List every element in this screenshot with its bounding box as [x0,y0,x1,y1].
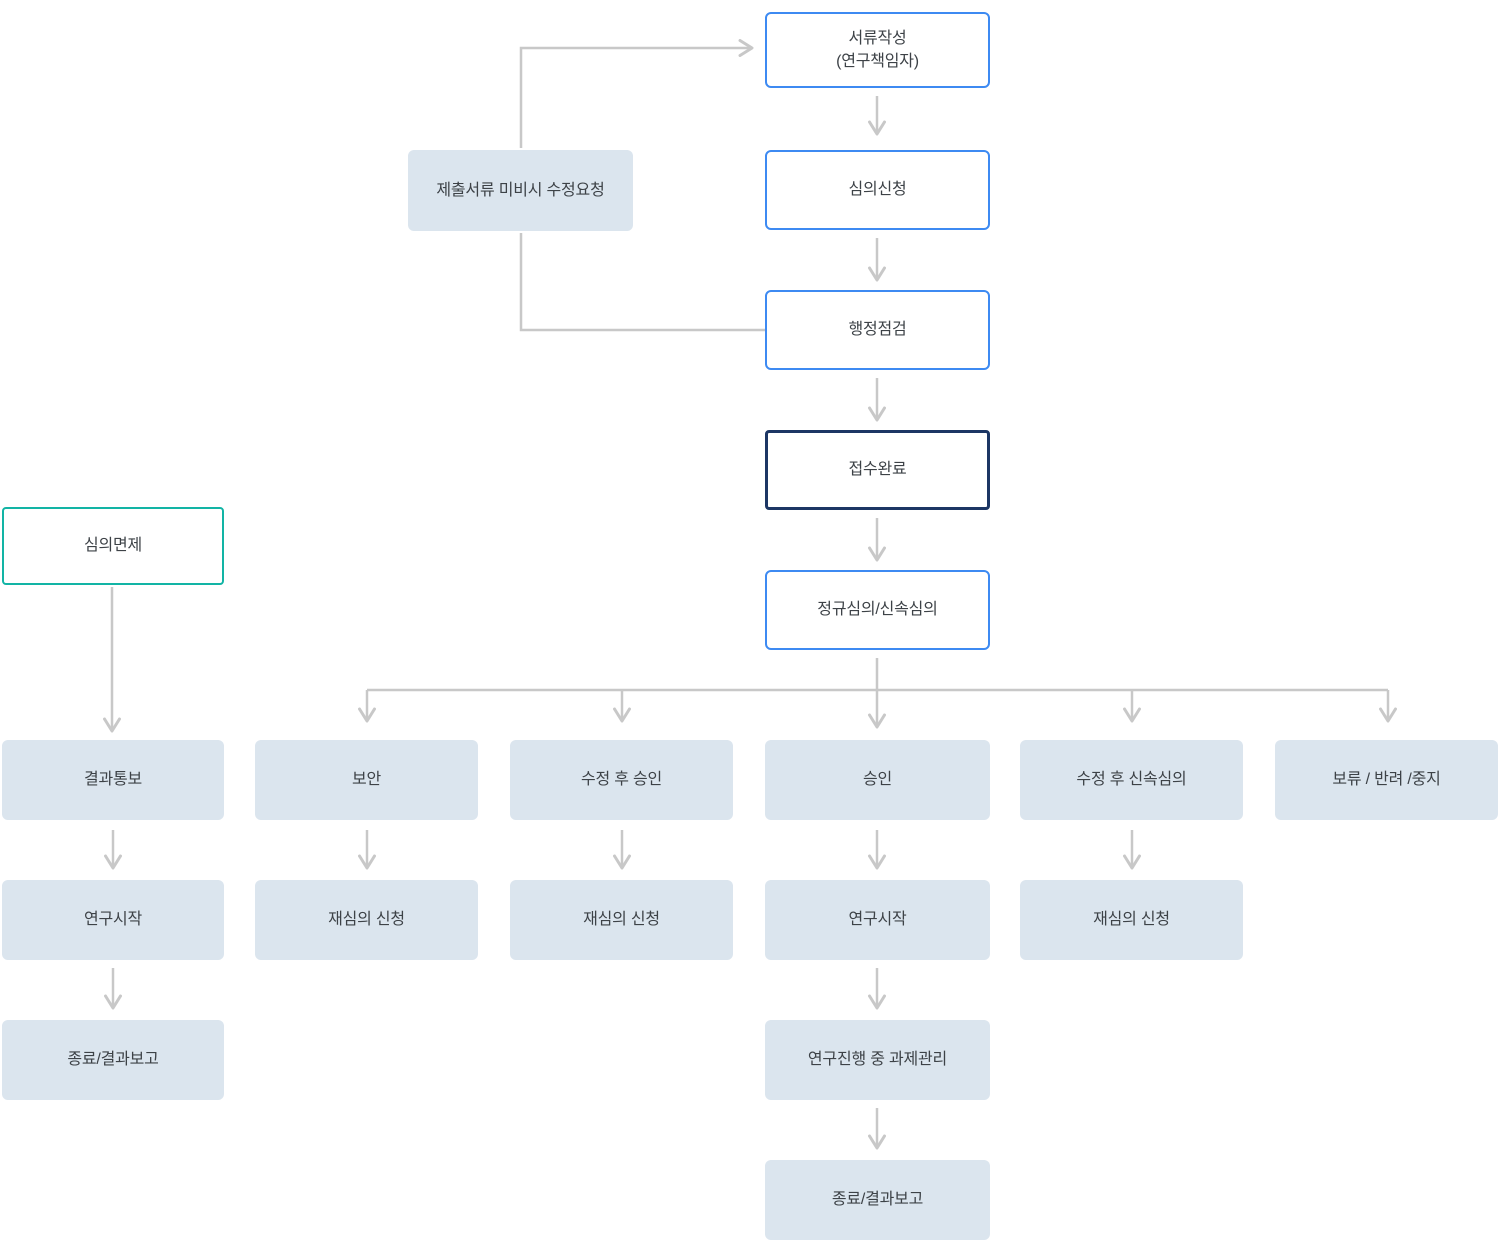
node-approve: 승인 [765,740,990,820]
node-doc-write: 서류작성 (연구책임자) [765,12,990,88]
line-admincheck-to-revisionrequest [519,233,765,332]
node-label: 심의신청 [848,181,907,199]
node-revision-request: 제출서류 미비시 수정요청 [408,150,633,231]
node-result-notice: 결과통보 [2,740,224,820]
node-label: 수정 후 승인 [580,771,663,789]
node-end-report-left: 종료/결과보고 [2,1020,224,1100]
node-label: 종료/결과보고 [67,1051,159,1069]
node-end-report-center: 종료/결과보고 [765,1160,990,1240]
node-label: 연구진행 중 과제관리 [807,1051,948,1069]
node-expedited-after-revision: 수정 후 신속심의 [1020,740,1243,820]
node-task-manage: 연구진행 중 과제관리 [765,1020,990,1100]
node-exemption: 심의면제 [2,507,224,585]
node-label: 재심의 신청 [328,911,405,929]
arrow-revisionrequest-to-docwrite [519,39,754,148]
node-sublabel: (연구책임자) [836,53,919,70]
node-label: 행정점검 [848,321,907,339]
node-label: 정규심의/신속심의 [817,601,938,619]
node-label: 심의면제 [83,537,143,555]
node-label: 보안 [351,771,382,789]
node-label: 재심의 신청 [583,911,660,929]
node-label: 보류 / 반려 /중지 [1332,771,1441,789]
node-rereview-1: 재심의 신청 [255,880,478,960]
node-rereview-2: 재심의 신청 [510,880,733,960]
node-label: 제출서류 미비시 수정요청 [436,181,605,199]
node-label: 접수완료 [848,461,907,479]
node-hold-return-stop: 보류 / 반려 /중지 [1275,740,1498,820]
node-label: 재심의 신청 [1093,911,1170,929]
node-research-start-center: 연구시작 [765,880,990,960]
node-rereview-3: 재심의 신청 [1020,880,1243,960]
node-label: 수정 후 신속심의 [1076,771,1187,789]
node-label: 연구시작 [83,911,143,929]
node-supplement: 보안 [255,740,478,820]
node-approve-after-revision: 수정 후 승인 [510,740,733,820]
node-admin-check: 행정점검 [765,290,990,370]
node-review-apply: 심의신청 [765,150,990,230]
node-receipt-complete: 접수완료 [765,430,990,510]
node-label: 서류작성 [848,29,907,47]
node-label: 승인 [862,771,893,789]
node-label: 결과통보 [83,771,143,789]
node-regular-review: 정규심의/신속심의 [765,570,990,650]
node-label: 종료/결과보고 [831,1191,924,1209]
node-label: 연구시작 [848,911,907,929]
node-research-start-left: 연구시작 [2,880,224,960]
